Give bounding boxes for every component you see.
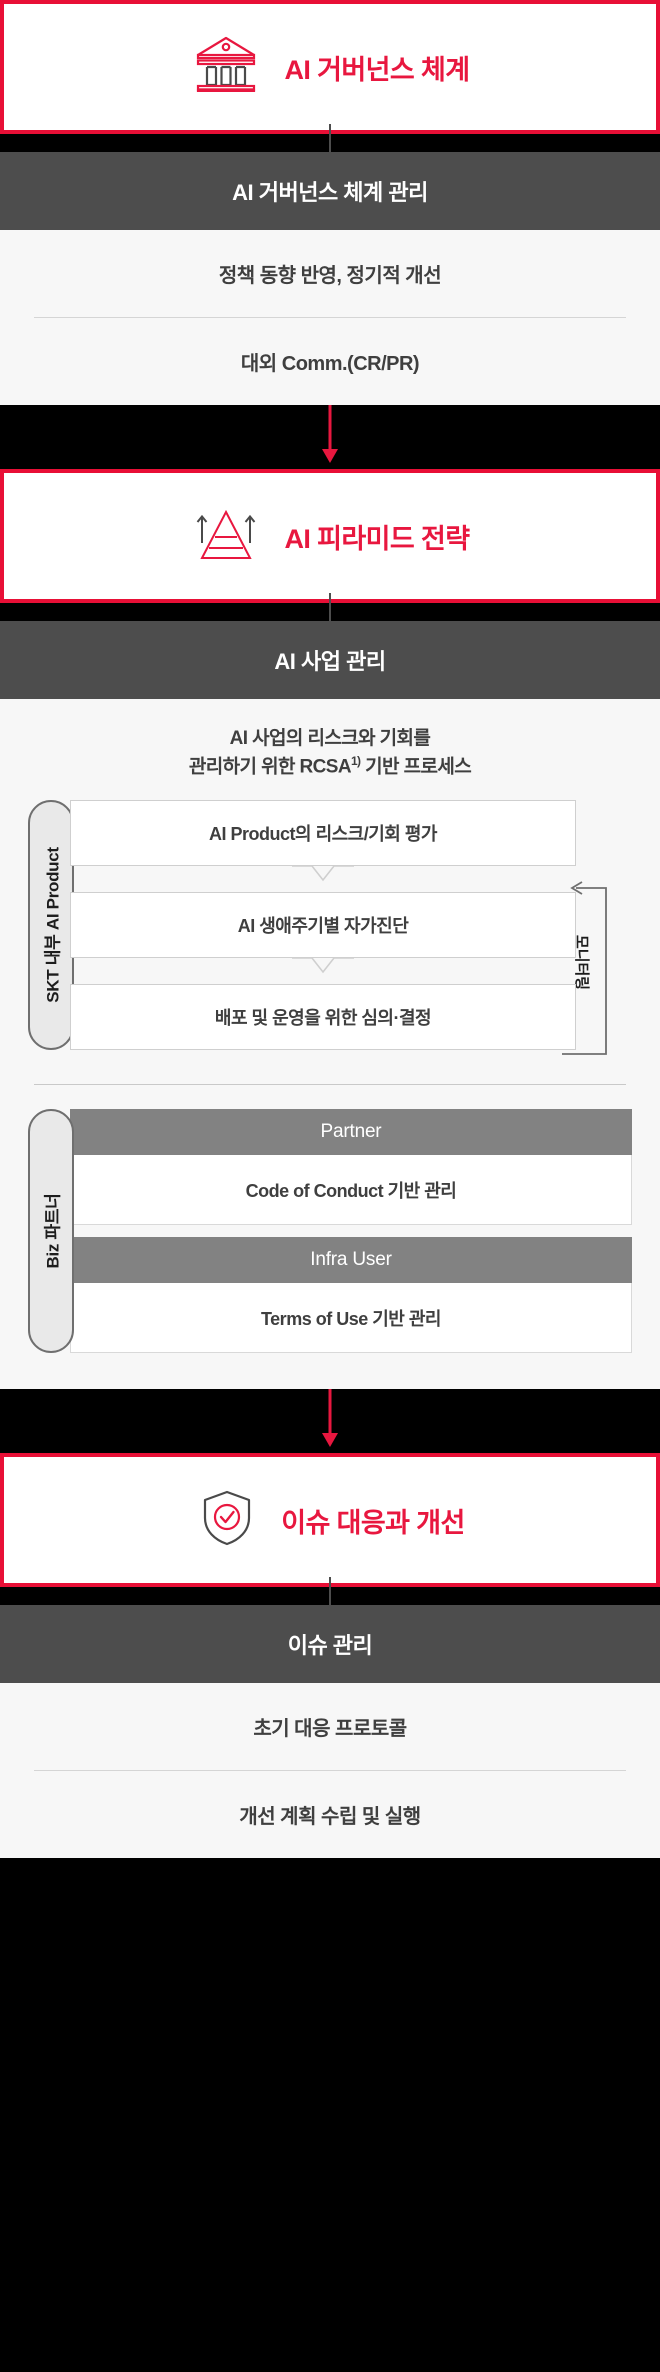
arrow-head-icon [322, 1433, 338, 1448]
group-label-biz-partner: Biz 파트너 [28, 1109, 74, 1354]
divider [34, 317, 626, 318]
shield-check-icon [195, 1486, 259, 1555]
bank-pillars-icon [190, 29, 262, 106]
flow-step-3[interactable]: 배포 및 운영을 위한 심의·결정 [70, 984, 576, 1051]
arrow-shaft [328, 1389, 332, 1436]
chevron-down-icon [292, 957, 354, 974]
section-title-business: AI 사업 관리 [274, 649, 386, 674]
section-header-business: AI 사업 관리 [0, 593, 660, 699]
rcsa-intro-line1: AI 사업의 리스크와 기회를 [229, 728, 431, 749]
divider [34, 1770, 626, 1772]
arrow-gap-1 [0, 405, 660, 469]
chevron-down-icon [292, 865, 354, 882]
arrow-gap-2 [0, 1389, 660, 1454]
hero-title-issue: 이슈 대응과 개선 [281, 1507, 465, 1538]
group-label-skt-product: SKT 내부 AI Product [28, 800, 74, 1051]
panel-bottom-spacer [0, 1353, 660, 1389]
hero-banner-issue[interactable]: 이슈 대응과 개선 [0, 1453, 660, 1588]
hero-banner-governance[interactable]: AI 거버넌스 체계 [0, 0, 660, 134]
hero-title-pyramid: AI 피라미드 전략 [284, 523, 470, 554]
group-separator [34, 1084, 626, 1086]
arrow-shaft [328, 405, 332, 451]
list-item: 대외 Comm.(CR/PR) [240, 353, 420, 375]
connector-line-3 [329, 1577, 331, 1606]
section-title-issue: 이슈 관리 [287, 1633, 373, 1659]
partner-header-1: Infra User [70, 1237, 632, 1284]
partner-header-0: Partner [70, 1109, 632, 1156]
rcsa-footnote-marker: 1) [350, 753, 361, 768]
biz-partner-group: Biz 파트너 Partner Code of Conduct 기반 관리 In… [14, 1109, 646, 1354]
list-item: 정책 동향 반영, 정기적 개선 [218, 265, 442, 287]
section-header-governance: AI 거버넌스 체계 관리 [0, 124, 660, 230]
panel-business: AI 사업의 리스크와 기회를 관리하기 위한 RCSA1) 기반 프로세스 S… [0, 699, 660, 1390]
group-label-skt-product-text: SKT 내부 AI Product [43, 847, 63, 1004]
list-item: 개선 계획 수립 및 실행 [239, 1806, 421, 1829]
list-item: 초기 대응 프로토콜 [253, 1718, 407, 1741]
flow-step-2[interactable]: AI 생애주기별 자가진단 [70, 892, 576, 959]
partner-row-spacer [70, 1225, 632, 1237]
partner-body-1[interactable]: Terms of Use 기반 관리 [70, 1283, 632, 1354]
chevron-connector-1 [70, 865, 576, 892]
hero-title-governance: AI 거버넌스 체계 [284, 54, 470, 85]
connector-line-2 [329, 593, 331, 621]
rcsa-intro-text: AI 사업의 리스크와 기회를 관리하기 위한 RCSA1) 기반 프로세스 [0, 699, 660, 800]
section-header-issue: 이슈 관리 [0, 1577, 660, 1684]
flow-step-1[interactable]: AI Product의 리스크/기회 평가 [70, 800, 576, 867]
partner-body-0[interactable]: Code of Conduct 기반 관리 [70, 1155, 632, 1226]
hero-banner-pyramid[interactable]: AI 피라미드 전략 [0, 469, 660, 603]
rcsa-intro-line2-post: 기반 프로세스 [360, 755, 472, 777]
section-title-governance: AI 거버넌스 체계 관리 [232, 180, 428, 205]
panel-governance: 정책 동향 반영, 정기적 개선 대외 Comm.(CR/PR) [0, 230, 660, 405]
skt-product-group: SKT 내부 AI Product AI Product의 리스크/기회 평가 … [14, 800, 646, 1056]
arrow-head-icon [322, 449, 338, 463]
pyramid-arrows-icon [190, 498, 262, 575]
chevron-connector-2 [70, 957, 576, 984]
group-label-biz-partner-text: Biz 파트너 [43, 1193, 63, 1269]
connector-line-1 [329, 124, 331, 152]
rcsa-intro-line2-pre: 관리하기 위한 RCSA [188, 755, 352, 777]
panel-issue: 초기 대응 프로토콜 개선 계획 수립 및 실행 [0, 1683, 660, 1859]
ai-governance-diagram: AI 거버넌스 체계 AI 거버넌스 체계 관리 정책 동향 반영, 정기적 개… [0, 0, 660, 1859]
